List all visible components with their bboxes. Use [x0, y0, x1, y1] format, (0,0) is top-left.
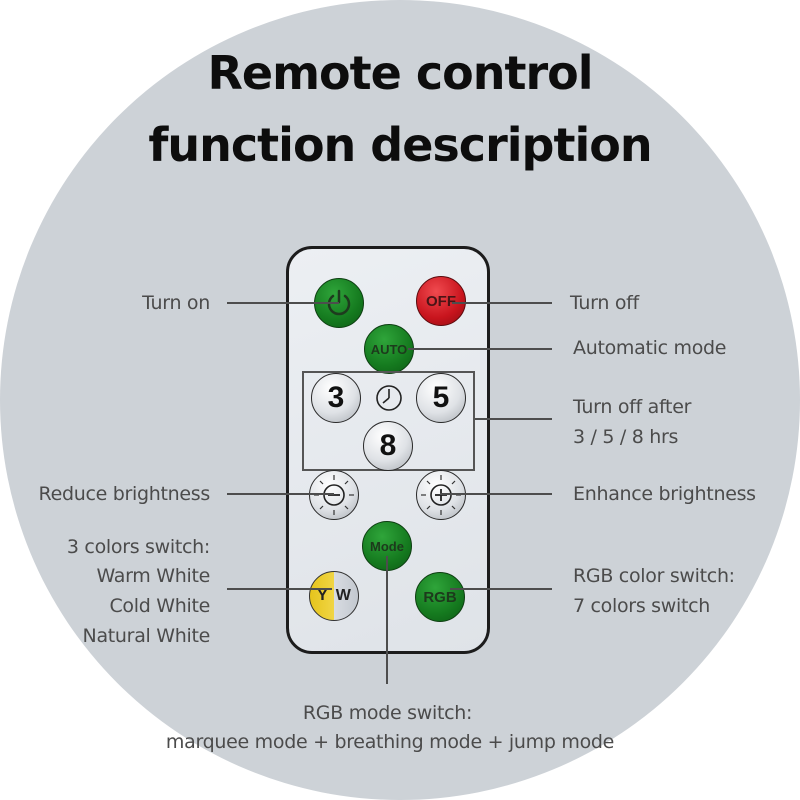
leader-line-reduce	[227, 493, 334, 495]
auto-button-label: AUTO	[370, 341, 408, 357]
brightness-plus-icon	[421, 475, 461, 515]
label-automatic-mode: Automatic mode	[573, 337, 727, 359]
leader-line-auto	[408, 348, 552, 350]
label-natural-white: Natural White	[82, 625, 211, 647]
label-rgb-mode-types: marquee mode + breathing mode + jump mod…	[165, 731, 615, 753]
label-turn-on: Turn on	[142, 292, 210, 314]
label-enhance-brightness: Enhance brightness	[573, 483, 756, 505]
color-temperature-button[interactable]: Y W	[309, 571, 359, 621]
power-icon	[327, 289, 351, 316]
off-button[interactable]: OFF	[416, 276, 466, 326]
brightness-minus-icon	[314, 475, 354, 515]
label-turn-off: Turn off	[570, 292, 639, 314]
rgb-button[interactable]: RGB	[415, 572, 465, 622]
label-rgb-seven-colors: 7 colors switch	[573, 595, 711, 617]
label-rgb-color-switch: RGB color switch:	[573, 565, 735, 587]
timer-3-button[interactable]: 3	[311, 373, 361, 423]
yw-button-y-label: Y	[317, 587, 328, 604]
rgb-button-label: RGB	[423, 588, 457, 606]
label-reduce-brightness: Reduce brightness	[38, 483, 211, 505]
leader-line-yw	[227, 588, 332, 590]
leader-line-mode	[386, 556, 388, 684]
timer-3-label: 3	[327, 381, 345, 414]
leader-line-enhance	[440, 493, 552, 495]
timer-5-label: 5	[432, 381, 450, 414]
label-cold-white: Cold White	[109, 595, 210, 617]
label-rgb-mode-switch: RGB mode switch:	[302, 702, 473, 724]
auto-button[interactable]: AUTO	[364, 324, 414, 374]
leader-line-turn-off	[452, 302, 552, 304]
leader-line-turn-on	[227, 302, 339, 304]
label-colors-switch-title: 3 colors switch:	[66, 536, 210, 558]
timer-5-button[interactable]: 5	[416, 373, 466, 423]
timer-8-button[interactable]: 8	[363, 421, 413, 471]
page-title-line-1: Remote control	[207, 46, 593, 100]
label-warm-white: Warm White	[96, 565, 211, 587]
mode-button-label: Mode	[370, 538, 404, 554]
label-turn-off-after: Turn off after	[573, 396, 692, 418]
off-button-label: OFF	[426, 292, 456, 310]
enhance-brightness-button[interactable]	[416, 470, 466, 520]
clock-icon	[376, 385, 402, 411]
leader-line-rgb	[450, 588, 552, 590]
label-turn-off-hours: 3 / 5 / 8 hrs	[573, 426, 679, 448]
reduce-brightness-button[interactable]	[309, 470, 359, 520]
timer-8-label: 8	[379, 429, 397, 462]
leader-line-timer	[475, 418, 552, 420]
page-title-line-2: function description	[148, 118, 652, 172]
yw-button-w-label: W	[335, 587, 351, 604]
